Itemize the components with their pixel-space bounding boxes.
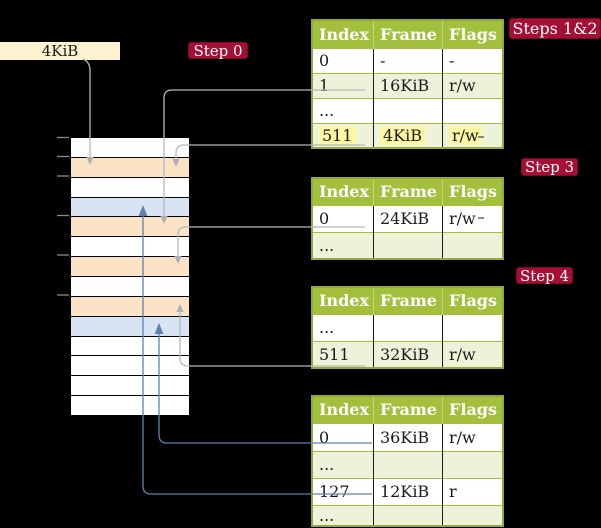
memory-frame-row-pagetable <box>71 296 189 317</box>
table-cell <box>442 97 503 123</box>
table-cell: ... <box>312 504 374 526</box>
table-cell <box>442 313 503 341</box>
table-cell: 127 <box>312 477 374 505</box>
memory-frame-row-white <box>71 138 189 158</box>
memory-frame-row-white <box>71 356 189 377</box>
table-cell: r/w <box>442 122 503 148</box>
table-cell: 16KiB <box>373 72 443 98</box>
table-cell <box>373 313 443 341</box>
column-header-flags: Flags <box>442 178 503 205</box>
table-cell: ... <box>312 231 374 259</box>
table-cell: 24KiB <box>373 204 443 232</box>
badge-steps-1-2: Steps 1&2 <box>509 18 601 39</box>
badge-step-4: Step 4 <box>516 267 573 285</box>
table-cell: r/w <box>442 72 503 98</box>
table-cell <box>442 231 503 259</box>
memory-frame-row-pagetable <box>71 257 189 278</box>
column-header-frame: Frame <box>373 396 443 423</box>
table-cell: - <box>373 47 443 73</box>
table-cell: 0 <box>312 422 374 451</box>
highlighted-entry: 4KiB <box>380 125 426 145</box>
table-row: ... <box>312 313 503 341</box>
memory-frame-row-white <box>71 277 189 297</box>
table-cell: r/w <box>442 204 503 232</box>
table-cell: 511 <box>312 340 374 368</box>
table-row: ... <box>312 504 503 526</box>
table-cell <box>442 450 503 478</box>
table-cell: 4KiB <box>373 122 443 148</box>
table-cell <box>373 450 443 478</box>
memory-frame-row-white <box>71 336 189 357</box>
table-cell: 12KiB <box>373 477 443 505</box>
table-cell: - <box>442 47 503 73</box>
table-cell: r/w <box>442 340 503 368</box>
column-header-frame: Frame <box>373 287 443 314</box>
table-cell: ... <box>312 450 374 478</box>
badge-step-3: Step 3 <box>521 158 578 176</box>
table-cell: 511 <box>312 122 374 148</box>
memory-frame-row-white <box>71 376 189 397</box>
column-header-index: Index <box>312 20 374 48</box>
table-cell <box>373 504 443 526</box>
memory-frame-row-pagetable <box>71 217 189 238</box>
table-row: 0-- <box>312 47 503 73</box>
column-header-index: Index <box>312 287 374 314</box>
column-header-flags: Flags <box>442 20 503 48</box>
table-cell: r <box>442 477 503 505</box>
table-cell <box>373 231 443 259</box>
highlighted-entry: 511 <box>319 125 356 145</box>
column-header-frame: Frame <box>373 20 443 48</box>
table-cell: ... <box>312 97 374 123</box>
page-size-label: 4KiB <box>0 42 120 60</box>
highlighted-entry: r/w <box>449 125 482 145</box>
table-row: 511 4KiB r/w <box>312 122 503 148</box>
table-row: ... <box>312 231 503 259</box>
column-header-flags: Flags <box>442 396 503 423</box>
memory-frames-column <box>70 137 190 416</box>
table-cell: 1 <box>312 72 374 98</box>
table-cell <box>373 97 443 123</box>
memory-frame-row-data <box>71 316 189 337</box>
table-cell: 36KiB <box>373 422 443 451</box>
memory-frame-row-pagetable <box>71 157 189 178</box>
table-row: ... <box>312 97 503 123</box>
column-header-flags: Flags <box>442 287 503 314</box>
table-cell: r/w <box>442 422 503 451</box>
column-header-index: Index <box>312 396 374 423</box>
badge-step-0: Step 0 <box>188 42 248 60</box>
table-cell: 0 <box>312 47 374 73</box>
table-row: ... <box>312 450 503 478</box>
memory-frame-row-white <box>71 177 189 198</box>
memory-frame-row-white <box>71 237 189 258</box>
table-cell: ... <box>312 313 374 341</box>
table-cell: 32KiB <box>373 340 443 368</box>
memory-frame-row-data <box>71 197 189 218</box>
table-cell <box>442 504 503 526</box>
column-header-frame: Frame <box>373 178 443 205</box>
table-cell: 0 <box>312 204 374 232</box>
column-header-index: Index <box>312 178 374 205</box>
memory-frame-row-white <box>71 396 189 416</box>
